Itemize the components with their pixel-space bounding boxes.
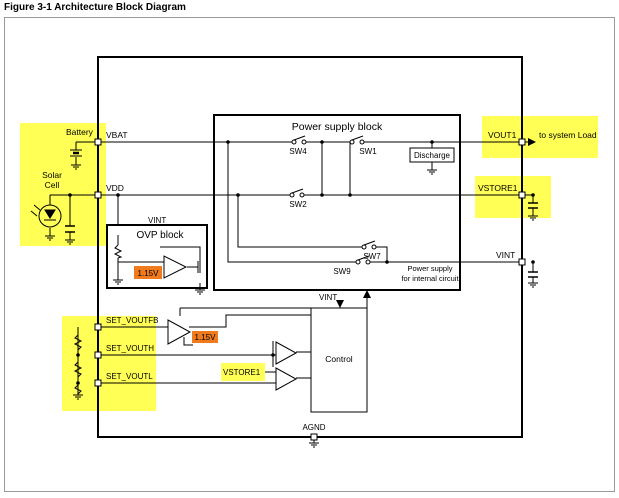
power-supply-block [213,114,461,291]
solar-label-line1: Solar [42,170,62,180]
ovp-block-title: OVP block [136,230,184,241]
pin-vint [518,258,526,266]
set-voutfb-label: SET_VOUTFB [106,316,158,325]
ground-battery [71,164,81,170]
sw1-symbol [349,135,365,145]
junction-dots [68,140,535,385]
pin-agnd [310,433,318,441]
capacitors [65,202,538,278]
sw4-symbol [291,135,307,145]
wiring [49,141,534,443]
battery-icon [70,149,82,157]
battery-label: Battery [66,127,94,137]
solar-cell-icon [30,204,62,228]
pin-markers [94,138,526,441]
ground-ovp-left [113,279,123,285]
vstore1-capacitor [528,202,538,209]
ground-discharge [427,169,437,175]
agnd-pin-label: AGND [302,423,325,432]
ground-divider [73,394,83,400]
sw2-label: SW2 [289,200,307,209]
ovp-block [106,224,208,289]
ovp-internals [113,244,201,279]
sw1-label: SW1 [359,147,377,156]
ground-ovp-right [195,289,205,295]
figure-frame [4,17,615,492]
sw7-label: SW7 [363,252,381,261]
pin-vdd [94,191,102,199]
vstore1-pin-label: VSTORE1 [478,183,518,193]
sw7-symbol [361,240,377,250]
ground-solar [45,235,55,241]
system-load-label: to system Load [539,130,597,140]
control-vint-label: VINT [319,293,337,302]
ovp-vint-label: VINT [148,216,166,225]
resistor-divider [73,334,83,395]
pin-vbat [94,138,102,146]
vout1-pin-label: VOUT1 [488,130,517,140]
comparator-reference-label: 1.15V [195,333,217,342]
set-vouth-label: SET_VOUTH [106,344,154,353]
comparator-vouth [275,341,298,365]
pin-vstore1 [518,191,526,199]
chip-boundary [97,56,523,438]
vint-pin-label: VINT [496,250,515,260]
set-voutl-label: SET_VOUTL [106,372,153,381]
comparators [167,319,298,391]
ovp-comparator [163,255,188,279]
ground-vint [528,282,538,288]
vbat-pin-label: VBAT [106,130,128,140]
ground-vstore1 [528,215,538,221]
comparator-voutfb [167,319,192,345]
ground-symbols [45,164,538,448]
ovp-reference-box [134,266,162,279]
pin-set-voutfb [94,323,102,331]
sw4-label: SW4 [289,147,307,156]
comparator-voutl [275,367,298,391]
internal-supply-line1: Power supply [407,264,452,273]
sw2-symbol [289,188,305,198]
ground-agnd [309,442,319,448]
ground-vdd-cap [65,239,75,245]
vstore1-input-label: VSTORE1 [223,368,261,377]
comparator-reference-box [192,331,218,343]
pin-set-vouth [94,351,102,359]
control-block [310,307,368,413]
vint-capacitor [528,271,538,278]
control-label: Control [325,354,353,364]
ovp-resistor [113,244,123,259]
pin-set-voutl [94,379,102,387]
vdd-capacitor [65,225,75,233]
sw9-symbol [355,255,371,265]
sw9-label: SW9 [333,267,351,276]
ovp-reference-label: 1.15V [138,269,160,278]
discharge-box [409,147,455,163]
pin-vout1 [518,138,526,146]
solar-label-line2: Cell [45,180,60,190]
vdd-pin-label: VDD [106,183,124,193]
power-block-title: Power supply block [292,121,383,133]
figure-title: Figure 3-1 Architecture Block Diagram [4,2,186,13]
arrows [336,138,536,308]
discharge-label: Discharge [414,151,451,160]
switch-symbols [289,135,377,265]
internal-supply-line2: for internal circuit [401,274,459,283]
